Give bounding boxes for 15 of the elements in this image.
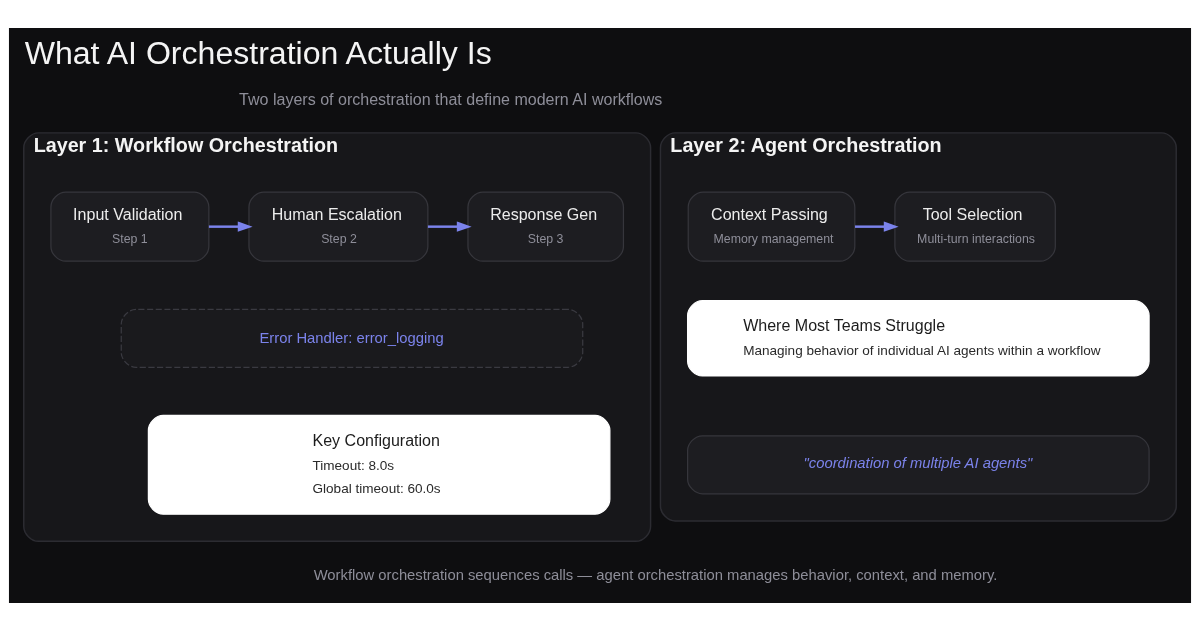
node-box: Context Passing Memory management	[687, 191, 856, 262]
node-box: Response Gen Step 3	[467, 191, 625, 262]
node-box: "coordination of multiple AI agents"	[687, 434, 1150, 494]
node-box: Where Most Teams Struggle Managing behavior of individual AI agents within a workflow	[687, 299, 1150, 377]
arrow	[208, 220, 253, 232]
arrow	[855, 220, 899, 232]
node-box: Input Validation Step 1	[50, 191, 210, 262]
diagram-title: What AI Orchestration Actually Is	[24, 34, 492, 71]
label: Workflow orchestration sequences calls — agent orchestration manages behavior, context, and memory.	[313, 566, 998, 583]
node-box: Tool Selection Multi-turn interactions	[894, 191, 1056, 262]
arrow	[427, 220, 472, 232]
node-box: Human Escalation Step 2	[248, 191, 429, 262]
node-box: Error Handler: error_logging	[120, 308, 584, 368]
node-box: Key Configuration Timeout: 8.0s Global timeout: 60.0s	[147, 414, 611, 515]
label: Two layers of orchestration that define modern AI workflows	[239, 89, 663, 108]
